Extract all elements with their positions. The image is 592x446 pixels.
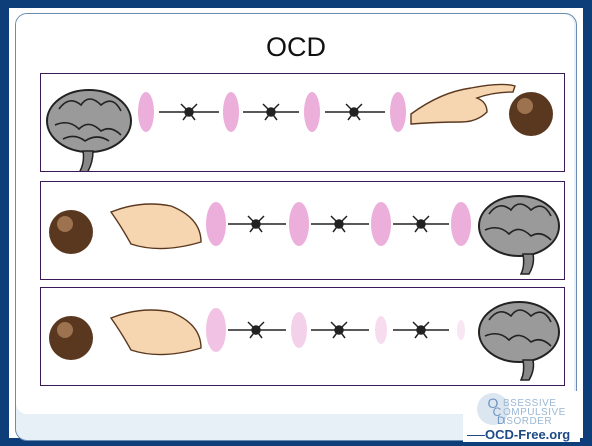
hand-icon bbox=[111, 204, 201, 249]
neuron-chain-icon bbox=[228, 216, 449, 232]
ocd-free-logo[interactable]: O C D BSESSIVE OMPULSIVE ISORDER OCD-Fre… bbox=[463, 391, 580, 442]
slide-title: OCD bbox=[0, 31, 592, 63]
logo-word-3: ISORDER bbox=[503, 417, 552, 427]
door-knob-icon bbox=[49, 316, 93, 360]
panel-1-illustration bbox=[41, 74, 564, 171]
panel-knob-to-brain-faded bbox=[40, 287, 565, 386]
brain-icon bbox=[479, 302, 559, 380]
frame-right bbox=[583, 0, 592, 446]
frame-left bbox=[0, 0, 9, 446]
frame-top bbox=[0, 0, 592, 8]
hand-icon bbox=[411, 84, 515, 124]
panel-knob-to-brain bbox=[40, 181, 565, 280]
door-knob-icon bbox=[509, 92, 553, 136]
brain-icon bbox=[47, 90, 131, 171]
panel-3-illustration bbox=[41, 288, 564, 385]
logo-line bbox=[467, 435, 485, 436]
logo-site-link[interactable]: OCD-Free.org bbox=[485, 427, 570, 442]
hand-icon bbox=[111, 310, 201, 355]
neuron-chain-icon bbox=[228, 322, 449, 338]
panel-brain-to-knob bbox=[40, 73, 565, 172]
neuron-chain-icon bbox=[159, 104, 385, 120]
brain-icon bbox=[479, 196, 559, 274]
panel-2-illustration bbox=[41, 182, 564, 279]
door-knob-icon bbox=[49, 210, 93, 254]
